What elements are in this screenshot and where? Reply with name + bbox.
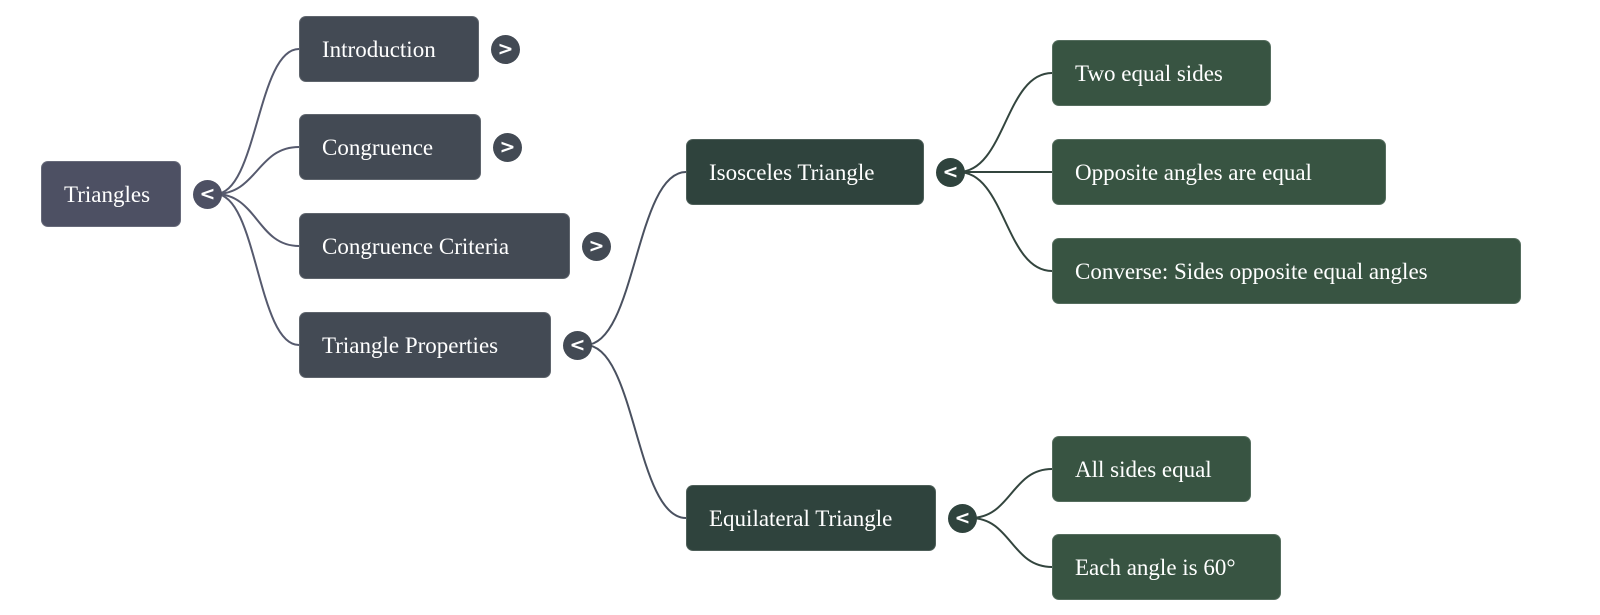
- link-isosceles-triangle-converse-sides-opposite: [958, 171, 1053, 272]
- node-converse-sides-opposite[interactable]: Converse: Sides opposite equal angles: [1052, 238, 1521, 304]
- expand-toggle-introduction[interactable]: >: [491, 34, 520, 64]
- collapse-toggle-triangles[interactable]: <: [193, 179, 222, 209]
- collapse-toggle-isosceles-triangle[interactable]: <: [936, 157, 965, 187]
- link-triangles-triangle-properties: [215, 193, 300, 346]
- node-isosceles-triangle[interactable]: Isosceles Triangle: [686, 139, 924, 205]
- node-congruence[interactable]: Congruence: [299, 114, 481, 180]
- link-triangles-introduction: [215, 48, 300, 195]
- link-triangle-properties-isosceles-triangle: [585, 171, 687, 346]
- link-triangle-properties-equilateral-triangle: [585, 344, 687, 519]
- link-triangles-congruence-criteria: [215, 193, 300, 247]
- link-equilateral-triangle-each-angle-60: [970, 517, 1053, 568]
- node-opposite-angles-equal[interactable]: Opposite angles are equal: [1052, 139, 1386, 205]
- node-two-equal-sides[interactable]: Two equal sides: [1052, 40, 1271, 106]
- node-triangle-properties[interactable]: Triangle Properties: [299, 312, 551, 378]
- link-equilateral-triangle-all-sides-equal: [970, 468, 1053, 519]
- node-triangles[interactable]: Triangles: [41, 161, 181, 227]
- node-each-angle-60[interactable]: Each angle is 60°: [1052, 534, 1281, 600]
- node-congruence-criteria[interactable]: Congruence Criteria: [299, 213, 570, 279]
- collapse-toggle-triangle-properties[interactable]: <: [563, 330, 592, 360]
- node-equilateral-triangle[interactable]: Equilateral Triangle: [686, 485, 936, 551]
- link-isosceles-triangle-two-equal-sides: [958, 72, 1053, 173]
- expand-toggle-congruence[interactable]: >: [493, 132, 522, 162]
- node-all-sides-equal[interactable]: All sides equal: [1052, 436, 1251, 502]
- link-triangles-congruence: [215, 146, 300, 195]
- collapse-toggle-equilateral-triangle[interactable]: <: [948, 503, 977, 533]
- node-introduction[interactable]: Introduction: [299, 16, 479, 82]
- expand-toggle-congruence-criteria[interactable]: >: [582, 231, 611, 261]
